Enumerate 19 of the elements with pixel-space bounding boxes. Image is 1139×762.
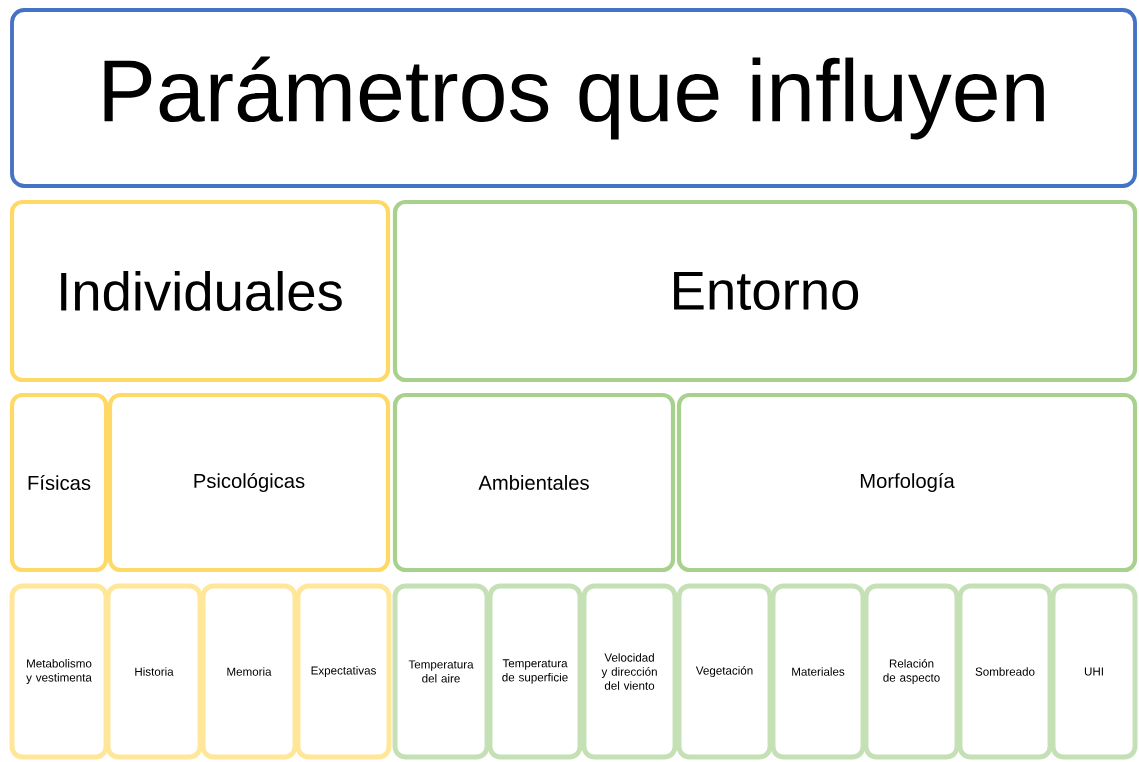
category-box: Individuales <box>9 199 391 383</box>
parameter-box: Expectativas <box>295 583 392 760</box>
category-box: Entorno <box>392 199 1138 383</box>
parameter-box: Memoria <box>200 583 298 760</box>
subcategory-box: Físicas <box>9 392 109 573</box>
parameter-box: Sombreado <box>957 583 1053 760</box>
parameter-box: Velocidad y dirección del viento <box>581 583 678 760</box>
parameter-box: Metabolismo y vestimenta <box>9 583 109 760</box>
parameter-box: Relación de aspecto <box>863 583 960 760</box>
subcategory-box: Psicológicas <box>107 392 391 573</box>
parameter-box: Materiales <box>770 583 866 760</box>
parameter-box: Historia <box>105 583 203 760</box>
parameter-box: Vegetación <box>676 583 773 760</box>
parameter-box: UHI <box>1050 583 1138 760</box>
subcategory-box: Morfología <box>676 392 1138 573</box>
parameter-box: Temperatura del aire <box>392 583 490 760</box>
title-box: Parámetros que influyen <box>10 8 1137 188</box>
parameter-box: Temperatura de superficie <box>487 583 583 760</box>
subcategory-box: Ambientales <box>392 392 676 573</box>
